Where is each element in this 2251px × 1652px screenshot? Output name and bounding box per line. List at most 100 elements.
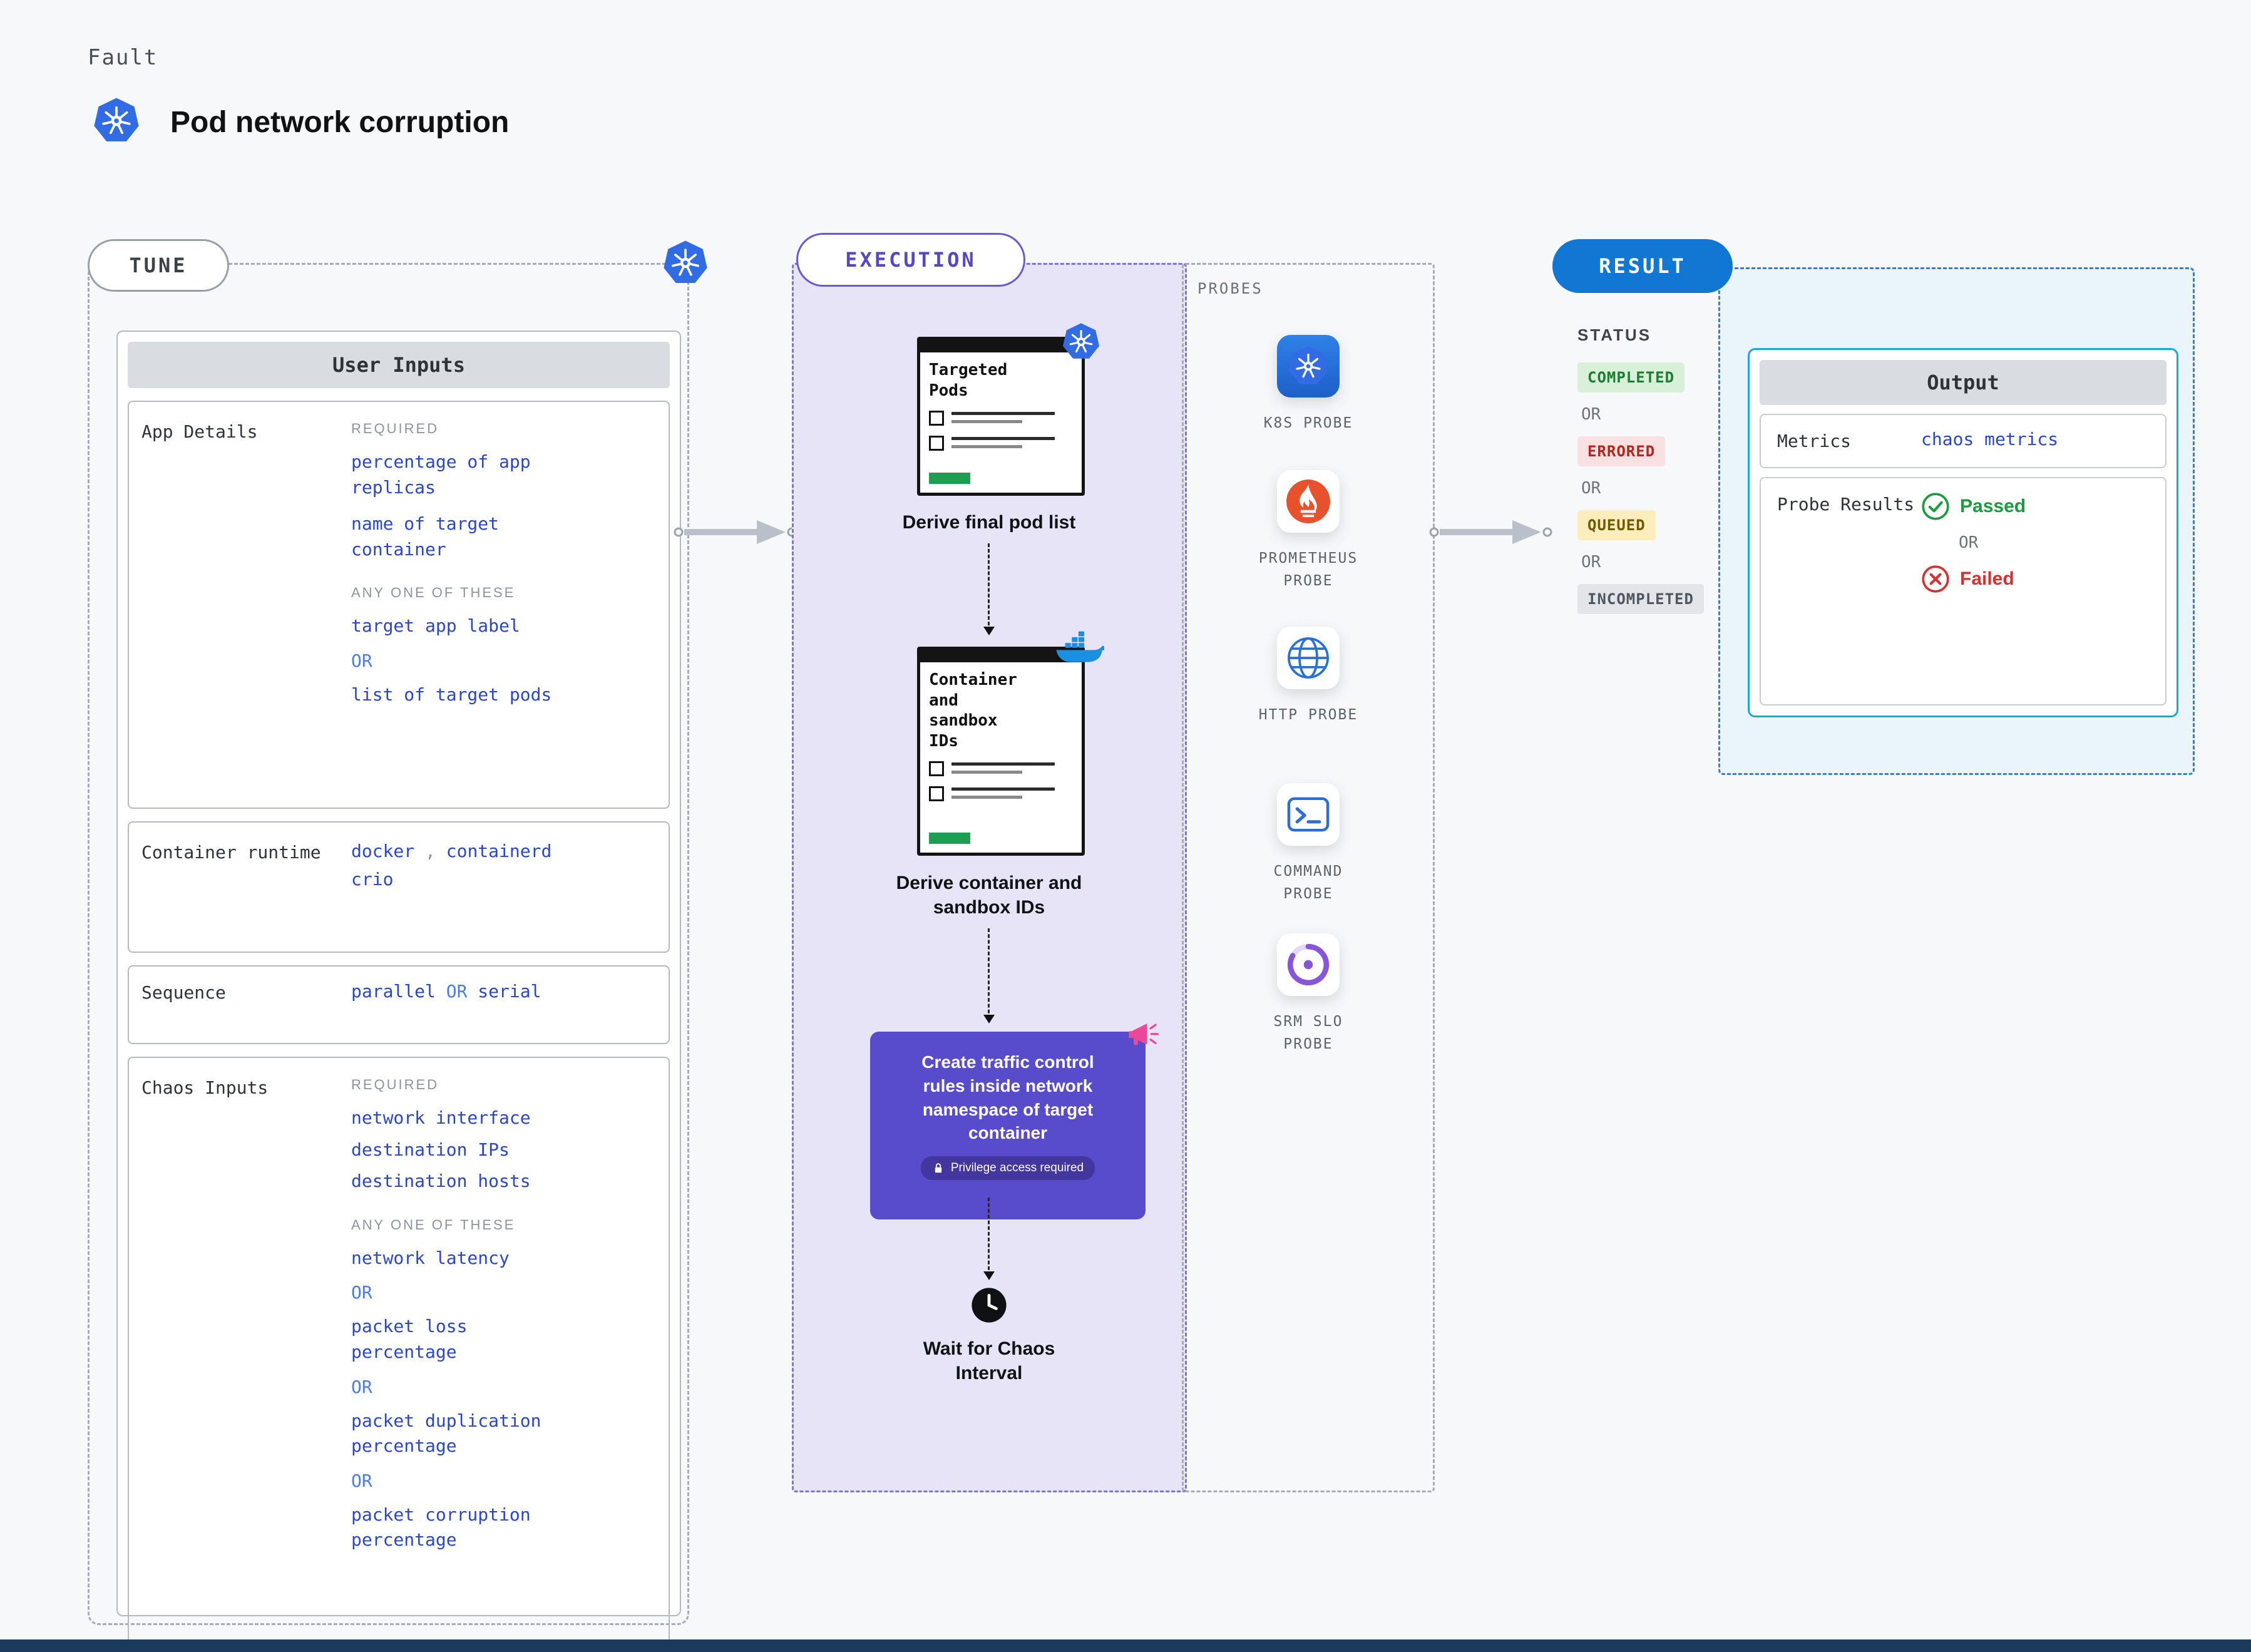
card-title: Targeted Pods xyxy=(929,361,1008,400)
required-label: REQUIRED xyxy=(351,1077,439,1092)
status-badge: COMPLETED xyxy=(1577,362,1685,392)
input-value: crio xyxy=(351,868,394,890)
lock-icon xyxy=(932,1162,945,1174)
down-arrow xyxy=(983,543,995,635)
input-value: parallel xyxy=(351,981,436,1002)
container-ids-card: Container and sandbox IDs xyxy=(917,647,1085,856)
input-value: packet corruption percentage xyxy=(351,1504,531,1551)
input-value: network interface xyxy=(351,1107,531,1128)
checkbox-icon xyxy=(929,436,944,451)
action-text: Create traffic control rules inside netw… xyxy=(921,1052,1094,1143)
status-badge: QUEUED xyxy=(1577,510,1656,540)
or-label: OR xyxy=(1581,405,1601,424)
output-header: Output xyxy=(1760,360,2166,405)
tune-section-label: TUNE xyxy=(88,239,229,292)
input-value: containerd xyxy=(446,841,552,861)
output-panel: Output Metrics chaos metrics Probe Resul… xyxy=(1748,348,2178,717)
progress-bar xyxy=(929,473,970,484)
status-badge: INCOMPLETED xyxy=(1577,584,1704,614)
checkbox-icon xyxy=(929,786,944,801)
or-label: OR xyxy=(351,1376,372,1397)
container-runtime-values: docker , containerd crio xyxy=(351,838,564,894)
progress-bar xyxy=(929,833,970,844)
probe-item: K8S PROBE xyxy=(1184,335,1433,435)
or-label: OR xyxy=(351,1470,372,1491)
probe-results-label: Probe Results xyxy=(1777,494,1915,515)
checkbox-icon xyxy=(929,411,944,426)
down-arrow xyxy=(983,928,995,1024)
fault-kicker: Fault xyxy=(88,45,158,70)
or-label: OR xyxy=(1959,533,1979,553)
or-label: OR xyxy=(1581,479,1601,498)
execution-section-box: Targeted Pods Derive final pod list Cont… xyxy=(792,263,1187,1492)
terminal-icon xyxy=(1285,791,1331,838)
input-value: packet duplication percentage xyxy=(351,1410,541,1457)
probes-section-label: PROBES xyxy=(1197,280,1263,297)
probe-label: HTTP PROBE xyxy=(1258,707,1358,723)
probe-results-row: Probe Results Passed OR Failed xyxy=(1760,477,2166,705)
or-label: OR xyxy=(446,981,468,1002)
input-value: network latency xyxy=(351,1247,510,1268)
input-value: list of target pods xyxy=(351,684,552,705)
card-title: Container and sandbox IDs xyxy=(929,670,1017,751)
globe-icon xyxy=(1285,635,1331,681)
input-value: destination IPs xyxy=(351,1139,510,1160)
privilege-badge: Privilege access required xyxy=(920,1156,1095,1181)
app-details-label: App Details xyxy=(141,421,258,442)
result-section-box: Output Metrics chaos metrics Probe Resul… xyxy=(1718,267,2195,775)
checklist-item xyxy=(929,786,1073,801)
srm-slo-probe-card xyxy=(1277,933,1340,996)
status-label: STATUS xyxy=(1577,326,1652,344)
tune-section-box xyxy=(88,263,689,1625)
probe-label: PROMETHEUS PROBE xyxy=(1258,550,1358,589)
input-value: serial xyxy=(478,981,541,1002)
tune-to-execution-arrow xyxy=(673,518,798,546)
docker-icon xyxy=(1055,631,1104,667)
targeted-pods-card: Targeted Pods xyxy=(917,337,1085,496)
probes-section-box: PROBES K8S PROBE PROMETHEUS PROBE HTTP P… xyxy=(1182,263,1435,1492)
passed-line: Passed xyxy=(1921,492,2026,521)
checklist-item xyxy=(929,411,1073,426)
probe-item: SRM SLO PROBE xyxy=(1184,933,1433,1055)
metrics-row: Metrics chaos metrics xyxy=(1760,414,2166,469)
separator: , xyxy=(425,841,436,861)
clock-icon xyxy=(970,1286,1008,1324)
app-details-section: App Details REQUIRED percentage of app r… xyxy=(128,401,670,809)
step-caption: Wait for Chaos Interval xyxy=(923,1338,1055,1383)
passed-label: Passed xyxy=(1960,496,2026,517)
metrics-value: chaos metrics xyxy=(1921,429,2059,449)
checklist-item xyxy=(929,761,1073,776)
any-one-label: ANY ONE OF THESE xyxy=(351,1216,516,1233)
failed-line: Failed xyxy=(1921,565,2026,593)
sequence-section: Sequence parallel OR serial xyxy=(128,965,670,1044)
probe-results-values: Passed OR Failed xyxy=(1921,492,2026,593)
probe-label: COMMAND PROBE xyxy=(1273,863,1343,902)
page-title: Pod network corruption xyxy=(170,106,510,139)
sequence-label: Sequence xyxy=(141,982,226,1003)
input-value: name of target container xyxy=(351,513,500,560)
card-topbar xyxy=(920,650,1082,662)
or-label: OR xyxy=(1581,553,1601,572)
megaphone-icon xyxy=(1127,1018,1162,1053)
kubernetes-icon xyxy=(1062,322,1100,361)
prometheus-probe-card xyxy=(1277,470,1340,533)
step-caption: Derive container and sandbox IDs xyxy=(896,873,1082,918)
gauge-icon xyxy=(1286,942,1331,987)
prometheus-icon xyxy=(1284,478,1332,525)
sequence-values: parallel OR serial xyxy=(351,978,564,1006)
kubernetes-icon xyxy=(662,240,709,286)
user-inputs-header: User Inputs xyxy=(128,342,670,388)
input-value: target app label xyxy=(351,615,520,637)
card-topbar xyxy=(920,340,1082,352)
status-badge: ERRORED xyxy=(1577,436,1666,466)
probe-label: K8S PROBE xyxy=(1263,415,1353,431)
checkbox-icon xyxy=(929,761,944,776)
bottom-bar xyxy=(0,1639,2251,1652)
chaos-inputs-label: Chaos Inputs xyxy=(141,1077,269,1098)
x-circle-icon xyxy=(1921,565,1950,593)
http-probe-card xyxy=(1277,627,1340,689)
execution-section-label: EXECUTION xyxy=(796,233,1025,287)
probe-item: HTTP PROBE xyxy=(1184,627,1433,727)
input-value: percentage of app replicas xyxy=(351,451,531,498)
